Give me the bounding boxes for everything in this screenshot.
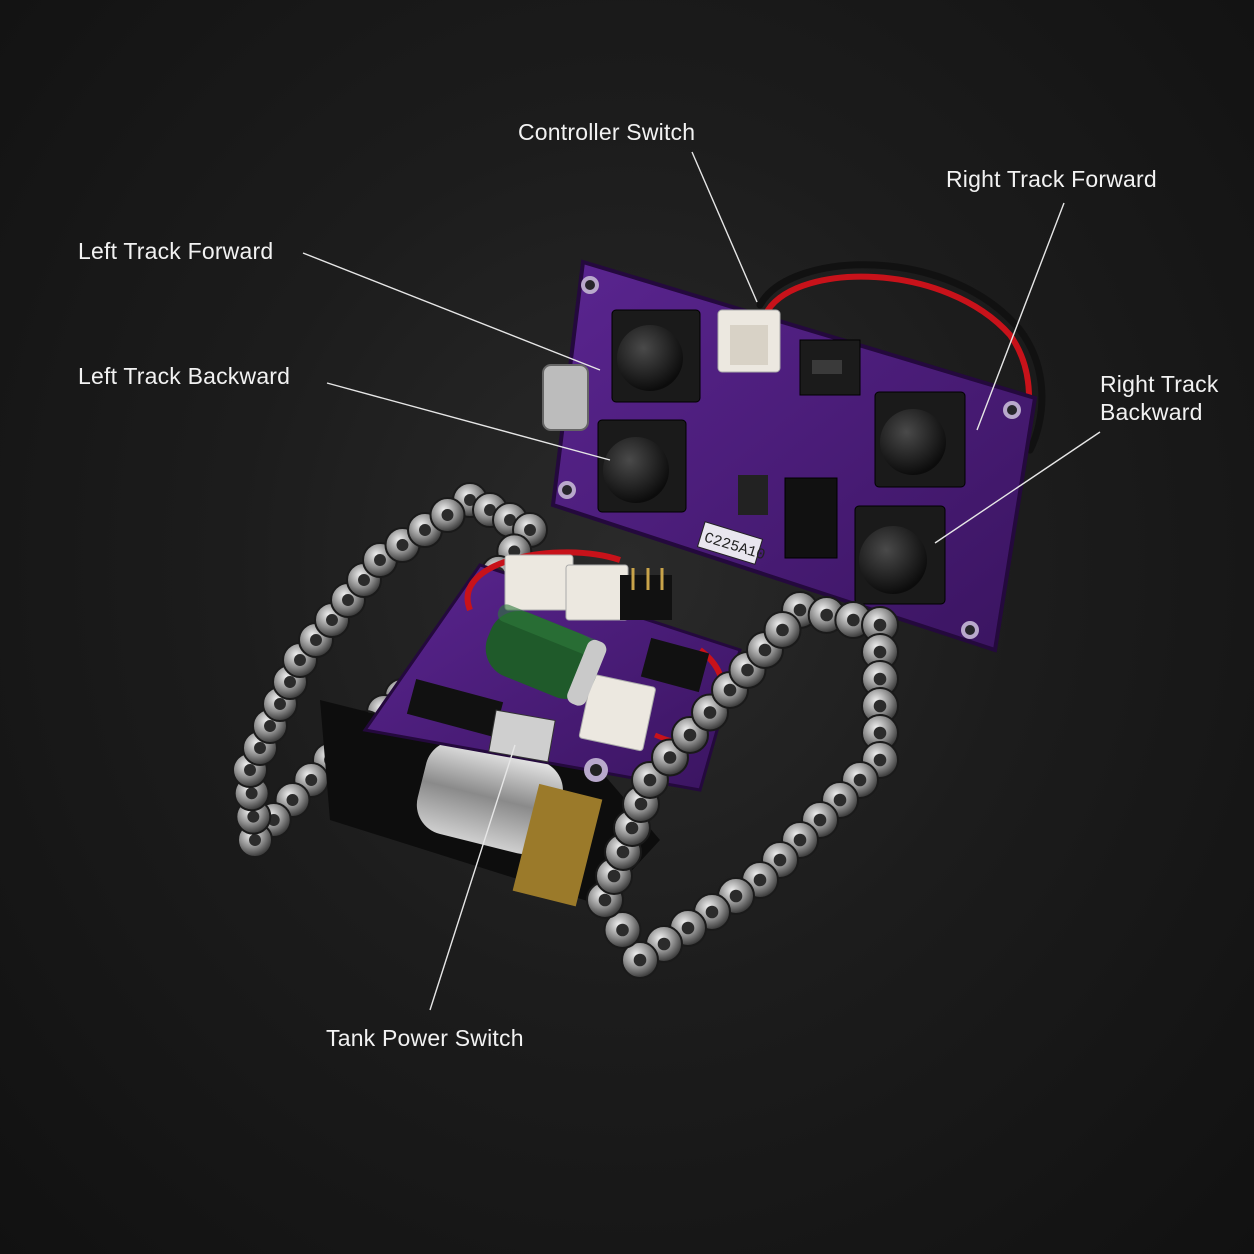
chain-pin (419, 524, 431, 536)
chain-pin (374, 554, 386, 566)
chain-pin (616, 923, 629, 937)
chain-pin (776, 623, 789, 637)
chain-pin (249, 834, 261, 846)
chain-pin (634, 797, 648, 811)
chain-pin (254, 742, 266, 754)
chain-pin (681, 921, 695, 935)
callout-controller-switch: Controller Switch (518, 119, 696, 145)
callout-left-track-forward: Left Track Forward (78, 238, 274, 264)
chain-pin (657, 937, 671, 951)
chain-pin (247, 810, 260, 823)
tank-chassis (320, 549, 742, 907)
right-track-chain (586, 591, 899, 979)
chain-pin (873, 699, 887, 713)
chain-pin (264, 720, 276, 732)
chain-pin (703, 706, 717, 719)
tank-connector (504, 554, 574, 611)
chain-pin (729, 889, 743, 903)
chain-pin (683, 728, 697, 742)
chain-pin (633, 953, 647, 967)
capacitor (485, 604, 607, 706)
chain-pin (813, 813, 827, 827)
chain-pin (663, 751, 677, 764)
chain-pin (294, 654, 306, 666)
leader-lines (302, 151, 1101, 1011)
callout-tank-power-switch: Tank Power Switch (326, 1025, 524, 1051)
chain-pin (598, 893, 612, 907)
callout-right-track-backward-line1: Right Track (1100, 371, 1219, 397)
chain-pin (625, 821, 639, 835)
chain-pin (758, 643, 772, 657)
chain-pin (705, 905, 719, 919)
controller-chip (784, 477, 838, 559)
chain-pin (607, 869, 621, 883)
chain-pin (284, 676, 296, 688)
chain-pin (508, 545, 521, 558)
chain-pin (245, 787, 258, 800)
callout-right-track-forward: Right Track Forward (946, 166, 1157, 192)
tank-power-switch (488, 709, 556, 763)
chain-pin (853, 773, 867, 787)
chain-pin (873, 645, 887, 659)
chain-pin (873, 753, 887, 767)
chain-pin (524, 524, 536, 536)
chain-pin (793, 833, 807, 847)
chain-pin (833, 793, 847, 807)
chain-pin (310, 634, 322, 646)
chain-pin (616, 845, 630, 859)
chain-pin (326, 614, 338, 626)
chain-pin (484, 504, 496, 516)
chain-pin (741, 663, 754, 677)
chain-pin (723, 683, 737, 697)
chain-pin (244, 764, 256, 776)
chain-pin (873, 618, 887, 632)
callout-left-track-backward: Left Track Backward (78, 363, 291, 389)
chain-pin (873, 672, 887, 686)
gear-motor (416, 740, 563, 855)
chain-pin (274, 698, 286, 710)
controller-buttons (597, 309, 966, 605)
chain-pin (873, 726, 887, 740)
chain-pin (820, 608, 833, 622)
chain-pin (793, 603, 807, 617)
chain-pin (342, 594, 354, 606)
chain-pin (358, 574, 370, 586)
chain-pin (396, 539, 409, 551)
chain-pin (847, 613, 860, 627)
usb-c-port (542, 364, 589, 431)
callout-right-track-backward-line2: Backward (1100, 399, 1203, 425)
controller-board: C225A10 (542, 259, 1038, 653)
chain-pin (753, 873, 767, 887)
chain-pin (305, 774, 318, 786)
chain-pin (286, 794, 299, 806)
controller-slide-switch (799, 339, 861, 396)
chain-pin (773, 853, 787, 867)
chain-pin (464, 494, 476, 506)
callout-right-track-backward: Right Track Backward (1100, 370, 1240, 426)
chain-pin (504, 514, 516, 526)
chain-pin (441, 509, 454, 521)
chain-pin (643, 773, 657, 787)
